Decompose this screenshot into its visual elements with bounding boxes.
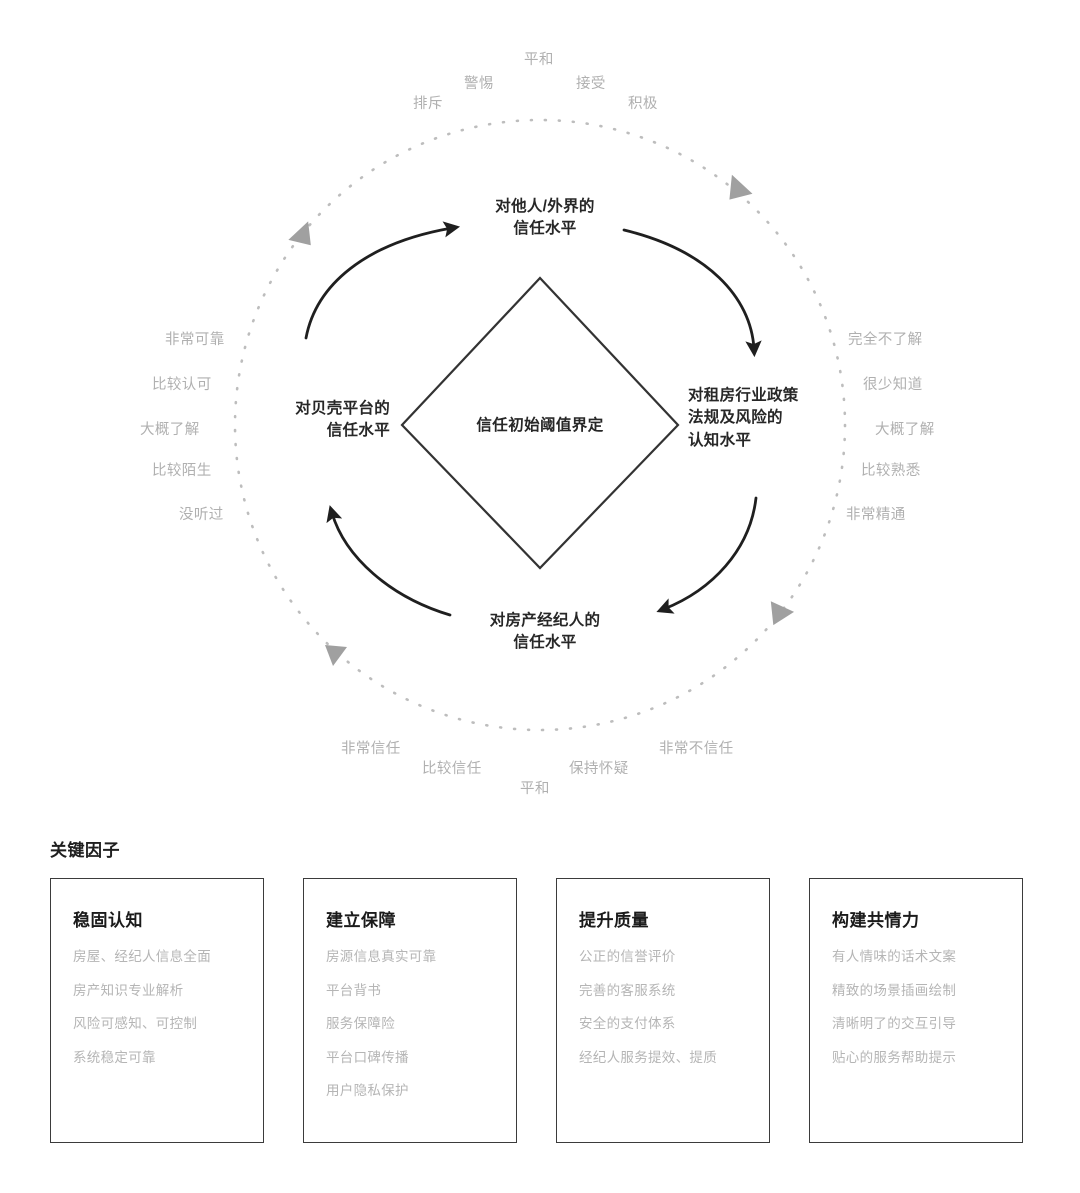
- node-left-line1: 对贝壳平台的: [295, 400, 390, 417]
- factor-card-2-item-1: 房源信息真实可靠: [326, 949, 437, 964]
- scale-label-bottom-5: 非常不信任: [659, 741, 734, 757]
- node-bottom-line2: 信任水平: [513, 634, 577, 652]
- factor-card-4-item-1: 有人情味的话术文案: [832, 949, 957, 964]
- node-label-bottom: 对房产经纪人的 信任水平: [440, 610, 650, 655]
- factor-card-2: 建立保障 房源信息真实可靠 平台背书 服务保障险 平台口碑传播 用户隐私保护: [303, 878, 517, 1143]
- scale-label-bottom-2: 比较信任: [422, 761, 482, 777]
- triangle-arrowhead-icon-sw: [325, 645, 347, 666]
- node-top-line2: 信任水平: [513, 220, 577, 238]
- scale-label-left-2: 比较认可: [152, 377, 212, 393]
- center-label: 信任初始阈值界定: [476, 417, 604, 434]
- dotted-outer-circle: [233, 118, 847, 732]
- factor-card-4-item-2: 精致的场景插画绘制: [832, 982, 957, 998]
- scale-label-top-1: 排斥: [413, 96, 443, 112]
- factor-card-4-item-3: 清晰明了的交互引导: [832, 1016, 957, 1031]
- key-factors-section: 关键因子 稳固认知 房屋、经纪人信息全面 房产知识专业解析 风险可感知、可控制 …: [0, 820, 1080, 1193]
- node-right-line2: 法规及风险的: [688, 409, 783, 427]
- curved-arrow-icon-bottom-to-left: [326, 505, 452, 617]
- factor-card-3-item-3: 安全的支付体系: [579, 1016, 676, 1031]
- diamond-shape: [400, 276, 680, 570]
- scale-label-right-1: 完全不了解: [848, 332, 923, 348]
- factor-card-2-item-4: 平台口碑传播: [326, 1049, 409, 1065]
- curved-arrow-icon-top-to-right: [622, 228, 762, 358]
- scale-label-bottom-1: 非常信任: [341, 741, 401, 757]
- triangle-arrowhead-icon-nw: [288, 221, 311, 246]
- scale-label-left-5: 没听过: [179, 507, 224, 523]
- factor-card-2-item-2: 平台背书: [326, 982, 382, 998]
- factor-card-3-item-4: 经纪人服务提效、提质: [579, 1049, 717, 1065]
- scale-label-left-1: 非常可靠: [165, 332, 225, 348]
- node-label-left: 对贝壳平台的 信任水平: [250, 398, 390, 443]
- node-left-line2: 信任水平: [326, 422, 390, 440]
- node-bottom-line1: 对房产经纪人的: [489, 612, 601, 629]
- key-factors-title: 关键因子: [50, 841, 120, 860]
- scale-label-bottom-3: 平和: [520, 781, 550, 797]
- node-label-right: 对租房行业政策 法规及风险的 认知水平: [688, 385, 828, 452]
- cycle-arrows: [304, 221, 762, 617]
- outer-arrowheads: [288, 174, 795, 666]
- curved-arrow-icon-left-to-top: [304, 221, 461, 340]
- diagram-graphics: [233, 118, 847, 732]
- trust-cycle-diagram: 对他人/外界的 信任水平 对租房行业政策 法规及风险的 认知水平 对贝壳平台的 …: [140, 52, 935, 797]
- scale-label-top-2: 警惕: [464, 76, 494, 92]
- scale-label-right-2: 很少知道: [863, 377, 923, 393]
- factor-card-2-item-5: 用户隐私保护: [326, 1083, 409, 1098]
- key-factors-cards: 稳固认知 房屋、经纪人信息全面 房产知识专业解析 风险可感知、可控制 系统稳定可…: [50, 878, 1035, 1143]
- factor-card-1-item-4: 系统稳定可靠: [73, 1049, 156, 1065]
- scale-label-right-4: 比较熟悉: [861, 463, 921, 479]
- factor-card-1-title: 稳固认知: [73, 911, 143, 930]
- scale-label-top-4: 接受: [576, 76, 606, 92]
- factor-card-1-item-3: 风险可感知、可控制: [73, 1016, 198, 1031]
- scale-label-bottom-4: 保持怀疑: [569, 761, 629, 777]
- node-right-line3: 认知水平: [688, 431, 752, 449]
- factor-card-3-title: 提升质量: [579, 911, 649, 930]
- factor-card-1-item-2: 房产知识专业解析: [73, 982, 184, 998]
- factor-card-3-item-1: 公正的信誉评价: [579, 949, 676, 964]
- triangle-arrowhead-icon-se: [770, 601, 795, 626]
- node-right-line1: 对租房行业政策: [688, 387, 799, 404]
- curved-arrow-icon-right-to-bottom: [656, 496, 758, 614]
- factor-card-2-title: 建立保障: [326, 911, 396, 930]
- factor-card-1: 稳固认知 房屋、经纪人信息全面 房产知识专业解析 风险可感知、可控制 系统稳定可…: [50, 878, 264, 1143]
- factor-card-3: 提升质量 公正的信誉评价 完善的客服系统 安全的支付体系 经纪人服务提效、提质: [556, 878, 770, 1143]
- factor-card-4-title: 构建共情力: [832, 911, 920, 930]
- factor-card-4: 构建共情力 有人情味的话术文案 精致的场景插画绘制 清晰明了的交互引导 贴心的服…: [809, 878, 1023, 1143]
- node-label-top: 对他人/外界的 信任水平: [440, 196, 650, 241]
- scale-label-top-3: 平和: [524, 52, 554, 68]
- node-top-line1: 对他人/外界的: [495, 198, 595, 215]
- scale-label-right-5: 非常精通: [846, 507, 906, 523]
- factor-card-1-item-1: 房屋、经纪人信息全面: [73, 949, 211, 964]
- factor-card-4-item-4: 贴心的服务帮助提示: [832, 1049, 957, 1065]
- scale-label-left-4: 比较陌生: [152, 463, 212, 479]
- triangle-arrowhead-icon-ne: [729, 174, 753, 200]
- scale-label-right-3: 大概了解: [875, 422, 935, 438]
- scale-label-left-3: 大概了解: [140, 422, 200, 438]
- factor-card-2-item-3: 服务保障险: [326, 1016, 395, 1031]
- scale-label-top-5: 积极: [628, 96, 658, 112]
- factor-card-3-item-2: 完善的客服系统: [579, 982, 676, 998]
